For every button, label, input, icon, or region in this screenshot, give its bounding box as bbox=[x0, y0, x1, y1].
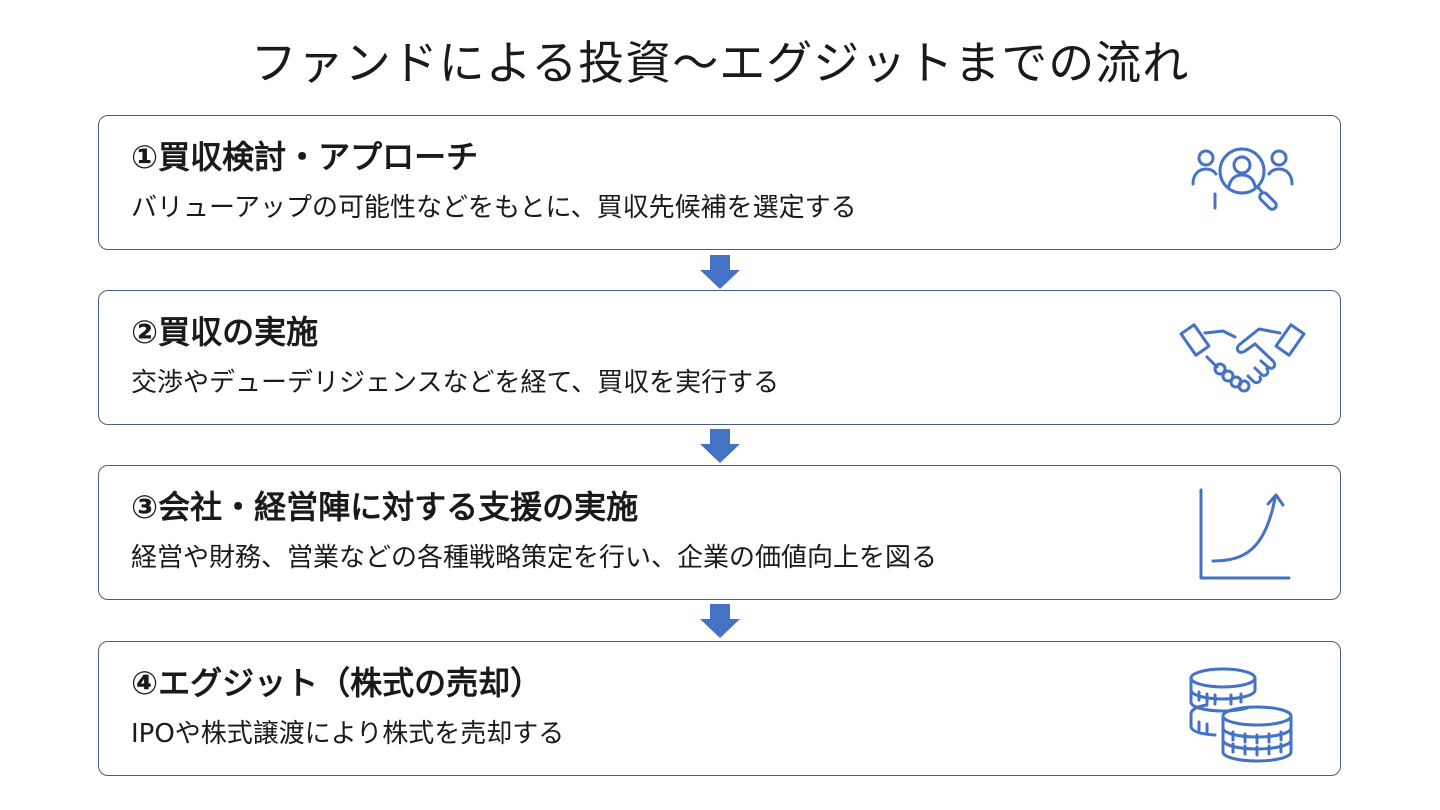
page-title: ファンドによる投資〜エグジットまでの流れ bbox=[250, 36, 1190, 90]
step-description: 経営や財務、営業などの各種戦略策定を行い、企業の価値向上を図る bbox=[131, 543, 938, 573]
step-card-4: ④エグジット（株式の売却） IPOや株式譲渡により株式を売却する bbox=[98, 641, 1341, 776]
coins-icon bbox=[1185, 664, 1300, 764]
step-description: バリューアップの可能性などをもとに、買収先候補を選定する bbox=[131, 193, 857, 223]
down-arrow-2 bbox=[700, 429, 740, 463]
step-title: ②買収の実施 bbox=[131, 313, 319, 351]
handshake-icon bbox=[1179, 311, 1306, 406]
step-card-3: ③会社・経営陣に対する支援の実施 経営や財務、営業などの各種戦略策定を行い、企業… bbox=[98, 465, 1341, 600]
step-title: ③会社・経営陣に対する支援の実施 bbox=[131, 488, 639, 526]
step-description: IPOや株式譲渡により株式を売却する bbox=[131, 719, 565, 749]
step-card-2: ②買収の実施 交渉やデューデリジェンスなどを経て、買収を実行する bbox=[98, 290, 1341, 425]
step-card-1: ①買収検討・アプローチ バリューアップの可能性などをもとに、買収先候補を選定する bbox=[98, 115, 1341, 250]
growth-chart-icon bbox=[1185, 484, 1300, 584]
step-description: 交渉やデューデリジェンスなどを経て、買収を実行する bbox=[131, 368, 780, 398]
step-title: ④エグジット（株式の売却） bbox=[131, 664, 543, 702]
people-search-icon bbox=[1185, 136, 1300, 231]
down-arrow-3 bbox=[700, 604, 740, 638]
step-title: ①買収検討・アプローチ bbox=[131, 138, 479, 176]
down-arrow-1 bbox=[700, 255, 740, 289]
